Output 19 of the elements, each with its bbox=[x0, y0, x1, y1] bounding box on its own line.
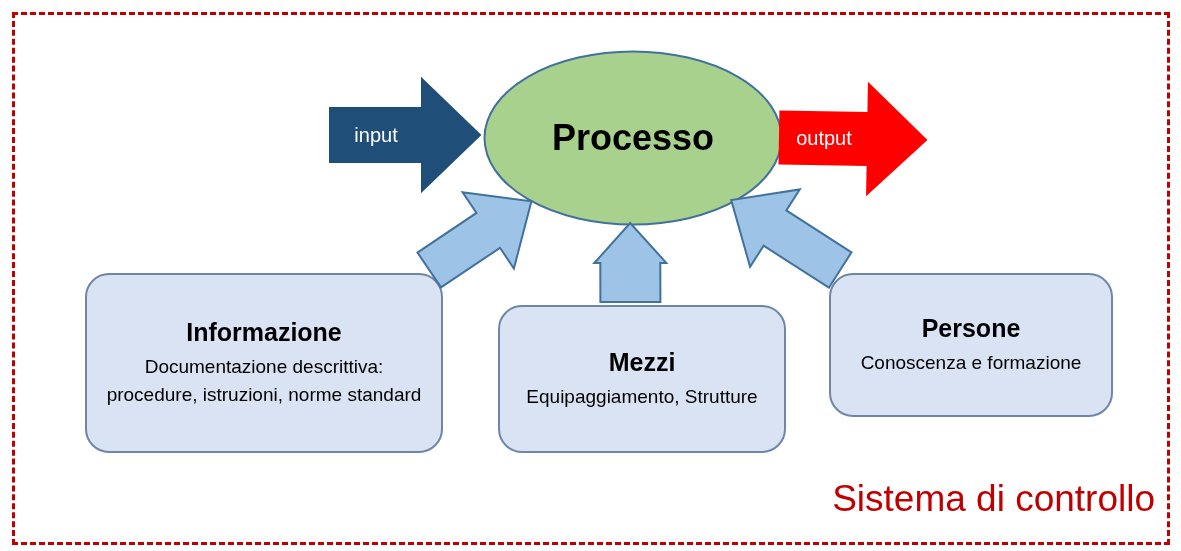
system-label: Sistema di controllo bbox=[832, 478, 1155, 520]
node-description: Conoscenza e formazione bbox=[860, 350, 1082, 375]
arrow-label: input bbox=[354, 123, 398, 147]
arrow-label: output bbox=[796, 126, 852, 150]
resource-box bbox=[85, 273, 443, 453]
block-arrow bbox=[592, 221, 669, 304]
block-arrow bbox=[329, 76, 482, 194]
node-description: Equipaggiamento, Strutture bbox=[526, 384, 758, 409]
process-title: Processo bbox=[551, 117, 715, 159]
block-arrow bbox=[416, 190, 533, 289]
node-title: Mezzi bbox=[608, 347, 676, 377]
resource-box bbox=[829, 273, 1113, 417]
block-arrow bbox=[778, 81, 928, 197]
node-title: Persone bbox=[921, 313, 1021, 343]
dashed-frame bbox=[12, 12, 1170, 545]
block-arrow bbox=[729, 188, 853, 290]
resource-box bbox=[498, 305, 786, 453]
node-title: Informazione bbox=[186, 317, 342, 347]
node-description: Documentazione descrittiva: procedure, istruzioni, norme standard bbox=[105, 354, 423, 407]
